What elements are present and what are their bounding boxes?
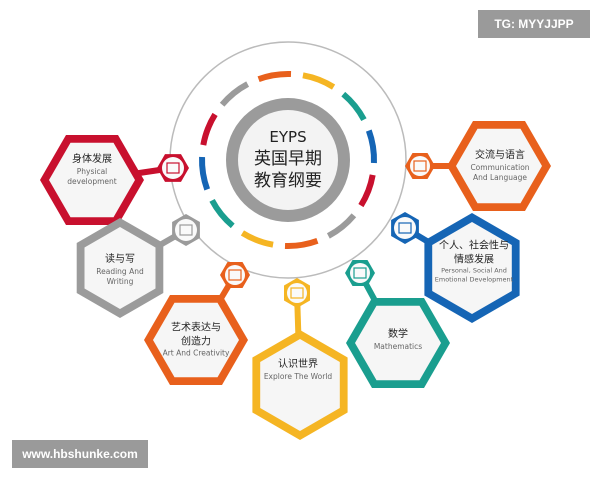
icon-disc [394,217,416,239]
watermark-bottom: www.hbshunke.com [12,440,148,468]
hexagon-inner [84,227,156,309]
globe-icon [290,287,304,299]
hexagon-inner [432,222,512,314]
handshake-icon [398,222,412,234]
hexagon-inner [153,302,239,378]
dashed-ring-segment [326,213,357,239]
icon-disc [410,156,430,176]
speech-bubble-icon [413,160,427,172]
dashed-ring-segment [219,81,250,107]
book-writing-icon [179,224,193,236]
dashed-ring-segment [200,112,218,146]
icon-disc [225,265,245,285]
dashed-ring-segment [240,230,274,248]
dashed-ring-segment [284,237,319,249]
hexagon-inner [49,142,135,218]
center-title: EYPS 英国早期 教育纲要 [254,128,322,191]
center-disc [238,110,338,210]
easel-icon [228,269,242,281]
cube-icon [353,267,367,279]
hexagon-inner [456,128,542,204]
hexagon-inner [260,339,340,431]
dashed-ring-segment [358,174,376,208]
icon-disc [287,283,307,303]
dashed-ring-segment [199,156,211,191]
icon-disc [175,219,197,241]
dashed-ring-segment [209,198,235,229]
dashed-ring-segment [365,129,377,164]
running-shoe-icon [166,162,180,174]
hexagon-inner [355,305,441,381]
icon-disc [162,157,184,179]
dashed-ring-segment [341,91,367,122]
dashed-ring-segment [257,71,292,83]
icon-disc [350,263,370,283]
watermark-top: TG: MYYJJPP [478,10,590,38]
dashed-ring-segment [302,72,336,90]
